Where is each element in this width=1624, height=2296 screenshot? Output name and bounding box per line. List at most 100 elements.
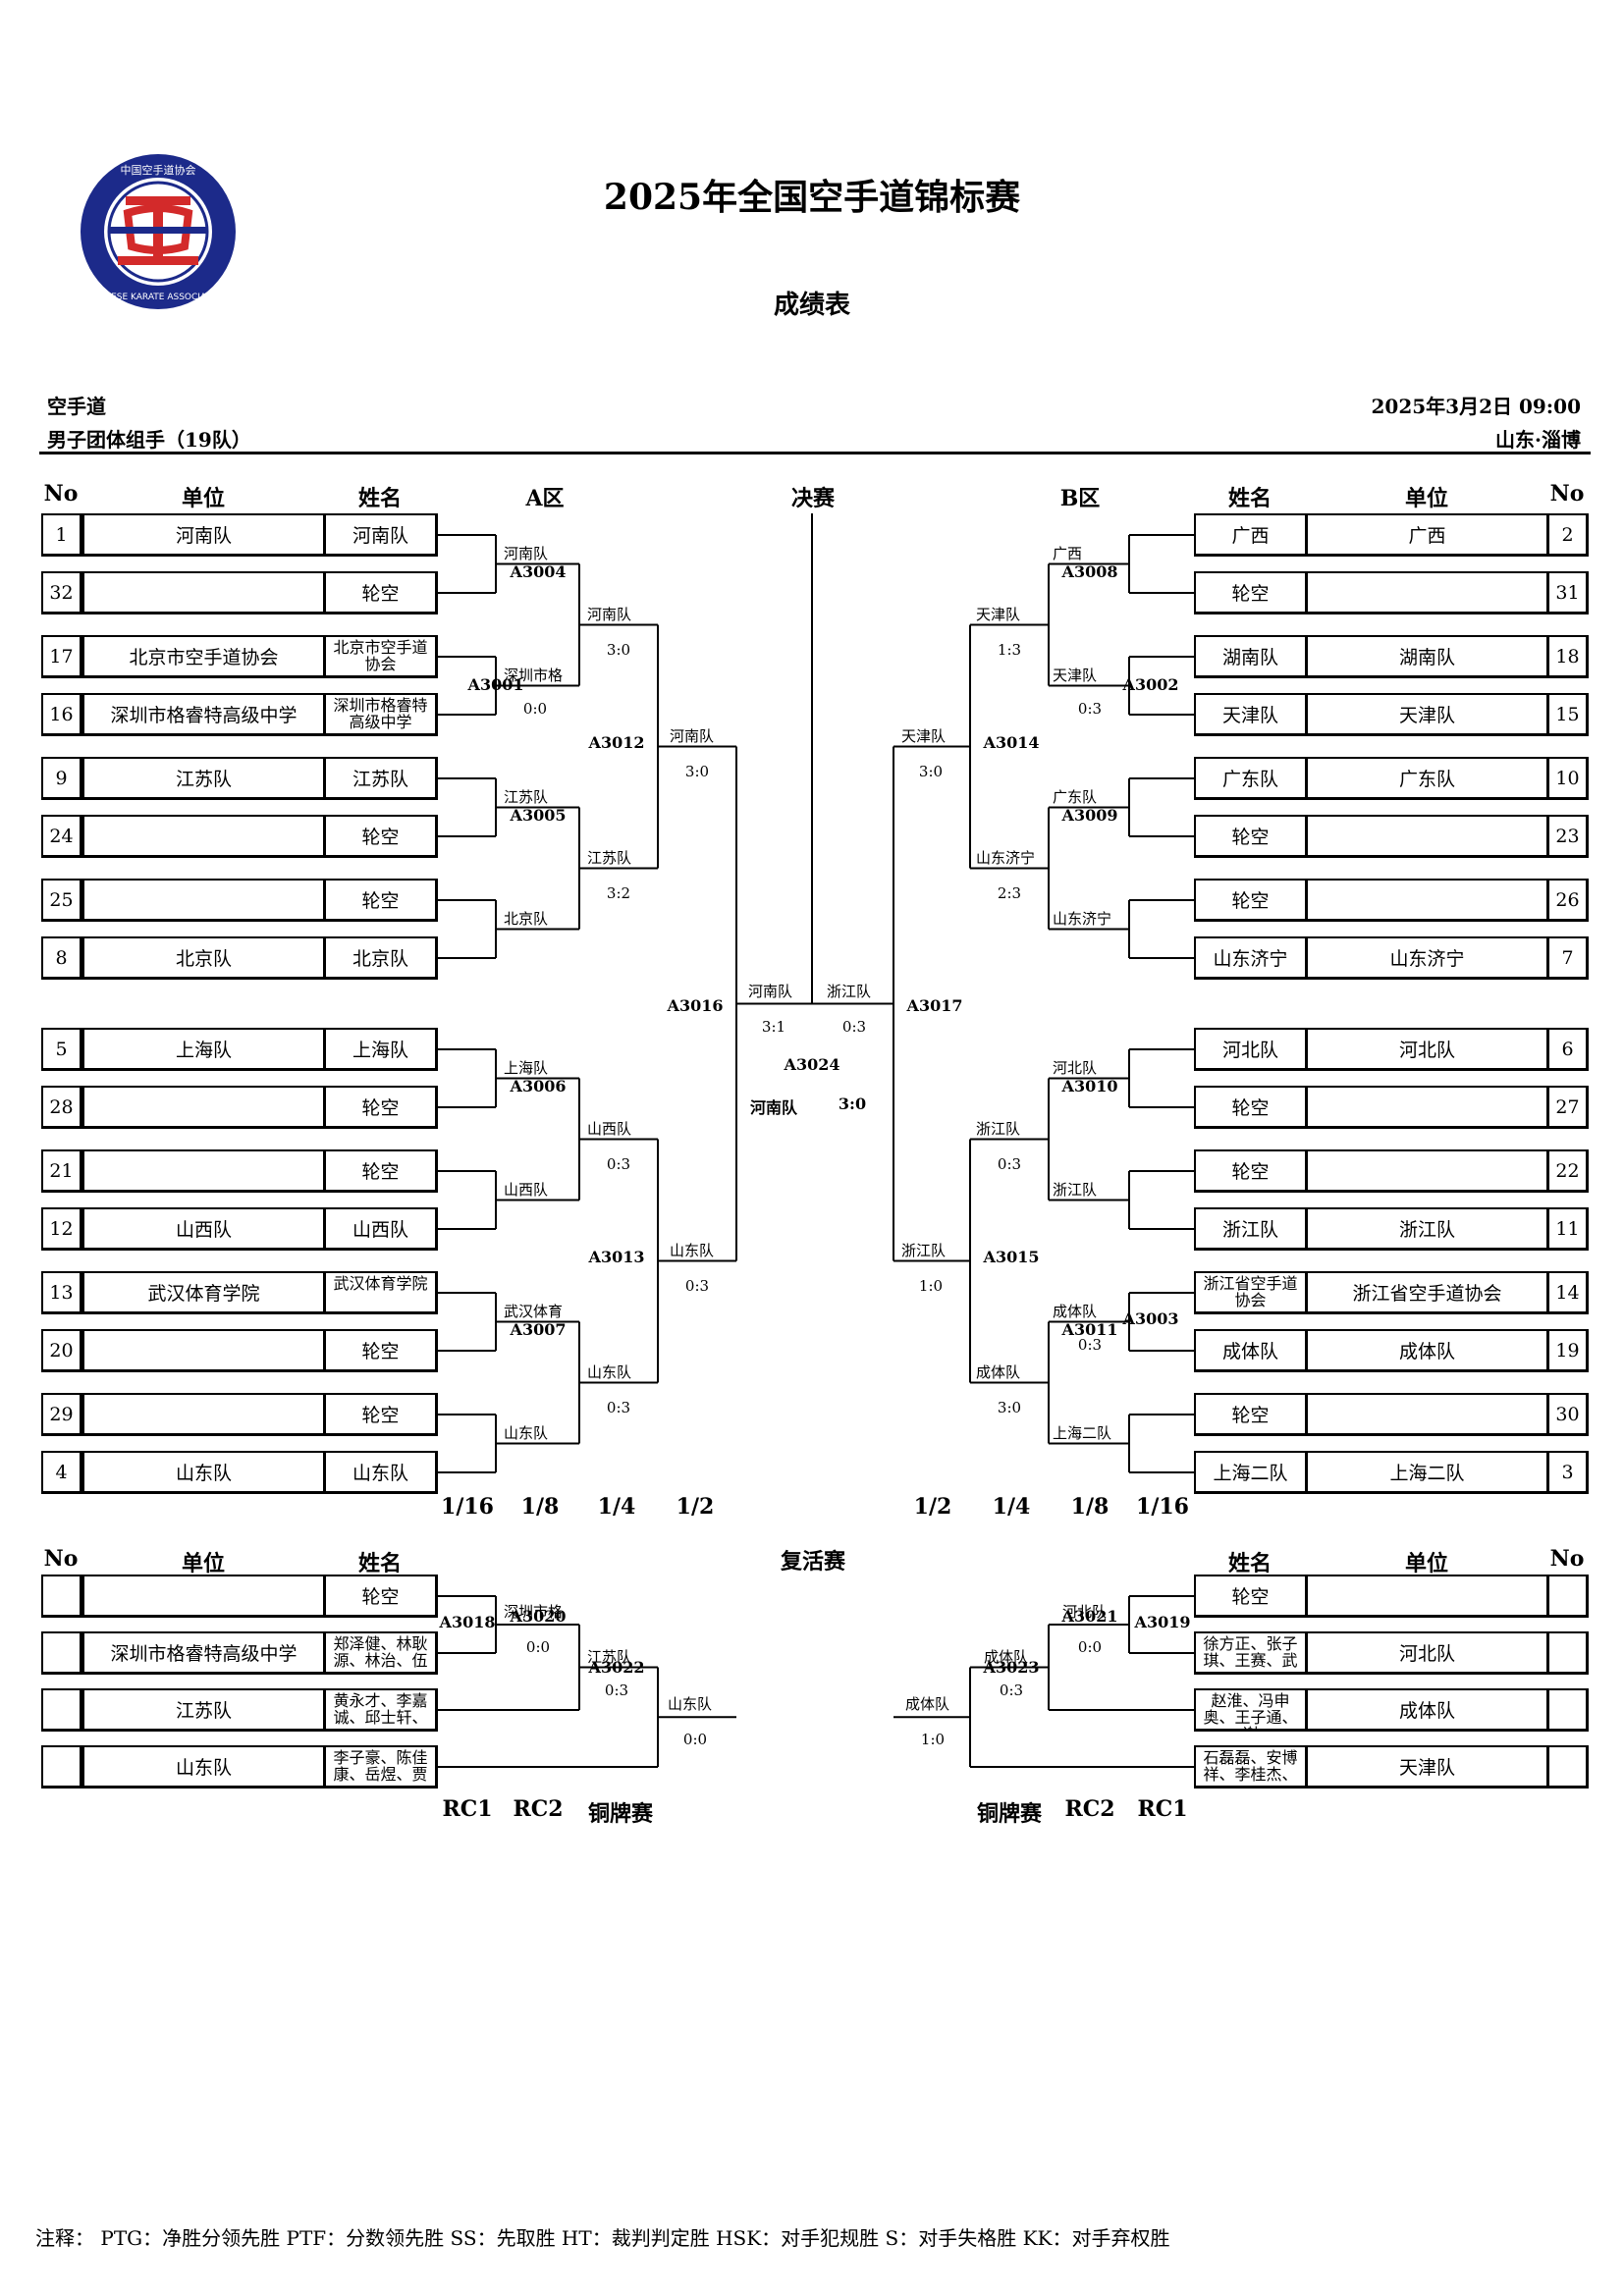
col-repechage: 复活赛 (780, 1549, 845, 1575)
entry-unit: 深圳市格睿特高级中学 (82, 1631, 326, 1675)
entry-unit: 山东济宁 (1306, 936, 1549, 980)
winner-label: 河南队 (587, 605, 632, 623)
winner-label: 河北队 (1062, 1603, 1108, 1621)
winner-label: 江苏队 (587, 1647, 632, 1666)
entry-no: 13 (41, 1271, 82, 1314)
entry-name: 轮空 (1194, 815, 1308, 858)
datetime-label: 2025年3月2日 09:00 (1371, 395, 1581, 418)
round-label: 1/4 (992, 1494, 1031, 1520)
entry-unit: 北京队 (82, 936, 326, 980)
header-divider (39, 452, 1591, 454)
entry-no: 2 (1547, 513, 1589, 557)
entry-no: 21 (41, 1149, 82, 1193)
entry-no: 7 (1547, 936, 1589, 980)
entry-name: 李子豪、陈佳康、岳煜、贾 (324, 1745, 438, 1789)
winner-label: 广西 (1053, 544, 1083, 562)
match-score: 0:3 (997, 1154, 1022, 1173)
entry-name: 轮空 (1194, 1393, 1308, 1436)
entry-name: 湖南队 (1194, 635, 1308, 678)
entry-no: 27 (1547, 1086, 1589, 1129)
winner-label: 江苏队 (504, 787, 549, 806)
champion-score: 3:0 (838, 1094, 867, 1113)
match-score: 0:3 (606, 1398, 631, 1416)
match-score: 0:0 (525, 1638, 551, 1656)
match-code: A3017 (906, 995, 963, 1015)
entry-no: 15 (1547, 693, 1589, 736)
entry-name: 武汉体育学院 (324, 1271, 438, 1314)
entry-unit (1306, 1393, 1549, 1436)
entry-unit (1306, 1575, 1549, 1618)
entry-no: 9 (41, 757, 82, 800)
match-score: 3:0 (684, 762, 710, 780)
rep-col-no-right: No (1549, 1546, 1585, 1572)
entry-name: 轮空 (1194, 1149, 1308, 1193)
entry-unit (82, 1086, 326, 1129)
winner-label: 天津队 (1053, 666, 1098, 684)
winner-label: 山东队 (670, 1241, 715, 1259)
entry-no (41, 1575, 82, 1618)
winner-label: 山东队 (587, 1362, 632, 1381)
finalist-label: 河南队 (748, 982, 793, 1000)
entry-name: 深圳市格睿特高级中学 (324, 693, 438, 736)
match-code: A3003 (1122, 1309, 1179, 1328)
entry-no: 20 (41, 1329, 82, 1372)
entry-no (41, 1688, 82, 1732)
match-score: 0:0 (682, 1731, 708, 1749)
entry-name: 黄永才、李嘉诚、邱士轩、 (324, 1688, 438, 1732)
winner-label: 上海二队 (1053, 1423, 1112, 1442)
entry-no: 22 (1547, 1149, 1589, 1193)
winner-label: 山东队 (668, 1695, 713, 1714)
col-no-right: No (1549, 481, 1585, 507)
entry-unit: 上海队 (82, 1028, 326, 1071)
match-score: 3:2 (606, 883, 631, 902)
entry-unit (82, 571, 326, 614)
entry-no: 12 (41, 1207, 82, 1251)
winner-label: 浙江队 (901, 1241, 947, 1259)
winner-label: 浙江队 (1053, 1180, 1098, 1199)
entry-name: 轮空 (324, 1329, 438, 1372)
winner-label: 北京队 (504, 909, 549, 928)
entry-unit: 成体队 (1306, 1688, 1549, 1732)
winner-label: 山西队 (587, 1119, 632, 1138)
match-code: A3020 (510, 1606, 567, 1626)
entry-unit: 江苏队 (82, 757, 326, 800)
match-code: A3001 (467, 675, 524, 694)
logo-ring-bottom: CHINESE KARATE ASSOCIATION (89, 293, 228, 302)
entry-name: 轮空 (1194, 1086, 1308, 1129)
winner-label: 武汉体育 (504, 1302, 564, 1320)
entry-no: 5 (41, 1028, 82, 1071)
finalist-label: 浙江队 (827, 982, 872, 1000)
rep-round-label: 铜牌赛 (976, 1801, 1043, 1827)
entry-unit (82, 1575, 326, 1618)
entry-no: 18 (1547, 635, 1589, 678)
winner-label: 河北队 (1053, 1058, 1098, 1077)
entry-no: 26 (1547, 879, 1589, 922)
entry-unit: 浙江队 (1306, 1207, 1549, 1251)
entry-unit (1306, 815, 1549, 858)
match-score: 0:3 (841, 1017, 867, 1036)
match-code: A3021 (1061, 1606, 1118, 1626)
entry-name: 轮空 (324, 1575, 438, 1618)
rep-round-label: 铜牌赛 (587, 1801, 654, 1827)
winner-label: 天津队 (901, 726, 947, 745)
winner-label: 山东济宁 (1053, 909, 1112, 928)
entry-no: 14 (1547, 1271, 1589, 1314)
rep-round-label: RC1 (442, 1796, 493, 1822)
entry-name: 山东济宁 (1194, 936, 1308, 980)
match-code: A3005 (510, 805, 567, 825)
rep-col-name-left: 姓名 (357, 1551, 402, 1576)
entry-name: 郑泽健、林耿源、林治、伍 (324, 1631, 438, 1675)
match-score: 0:0 (1077, 1638, 1103, 1656)
entry-no: 6 (1547, 1028, 1589, 1071)
col-unit-left: 单位 (181, 486, 225, 511)
winner-label: 山西队 (504, 1180, 549, 1199)
winner-label: 山东济宁 (976, 848, 1036, 867)
match-score: 0:3 (1077, 1335, 1103, 1354)
entry-name: 轮空 (324, 1149, 438, 1193)
entry-unit (82, 1149, 326, 1193)
winner-label: 深圳市格 (504, 1603, 564, 1621)
entry-no: 23 (1547, 815, 1589, 858)
entry-no: 16 (41, 693, 82, 736)
entry-name: 河北队 (1194, 1028, 1308, 1071)
